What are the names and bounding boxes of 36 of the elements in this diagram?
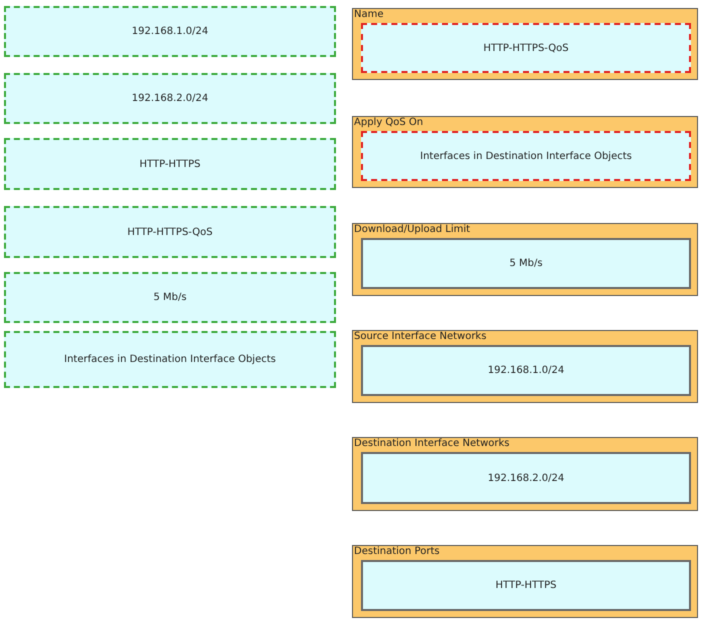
option-text: 192.168.2.0/24 <box>132 93 208 104</box>
field-heading: Source Interface Networks <box>354 331 486 342</box>
draggable-option <box>4 73 336 124</box>
field-heading: Apply QoS On <box>354 117 424 128</box>
draggable-option <box>4 272 336 323</box>
answer-text: 192.168.1.0/24 <box>488 365 564 376</box>
answer-box <box>361 560 691 611</box>
drop-zone-panel <box>352 545 698 618</box>
answer-box <box>361 23 691 73</box>
drop-zone-panel <box>352 437 698 511</box>
field-heading: Destination Ports <box>354 546 440 557</box>
answer-text: 192.168.2.0/24 <box>488 472 564 484</box>
option-text: 5 Mb/s <box>153 292 187 303</box>
field-heading: Destination Interface Networks <box>354 438 510 449</box>
field-heading: Name <box>354 9 384 20</box>
drop-zone-panel <box>352 223 698 296</box>
answer-text: 5 Mb/s <box>509 258 543 269</box>
answer-text: Interfaces in Destination Interface Objects <box>420 150 632 162</box>
drop-zone-panel <box>352 330 698 403</box>
drop-zone-panel <box>352 8 698 80</box>
draggable-option <box>4 206 336 258</box>
drop-zone-panel <box>352 116 698 188</box>
option-text: 192.168.1.0/24 <box>132 26 208 37</box>
answer-box <box>361 131 691 181</box>
draggable-option <box>4 138 336 190</box>
draggable-option <box>4 6 336 57</box>
answer-box <box>361 452 691 504</box>
draggable-option <box>4 331 336 388</box>
option-text: HTTP-HTTPS-QoS <box>127 226 213 238</box>
option-text: HTTP-HTTPS <box>140 158 200 170</box>
answer-box <box>361 238 691 289</box>
field-heading: Download/Upload Limit <box>354 224 470 235</box>
answer-box <box>361 345 691 396</box>
option-text: Interfaces in Destination Interface Objects <box>64 354 276 365</box>
answer-text: HTTP-HTTPS-QoS <box>483 42 569 54</box>
answer-text: HTTP-HTTPS <box>496 580 556 591</box>
